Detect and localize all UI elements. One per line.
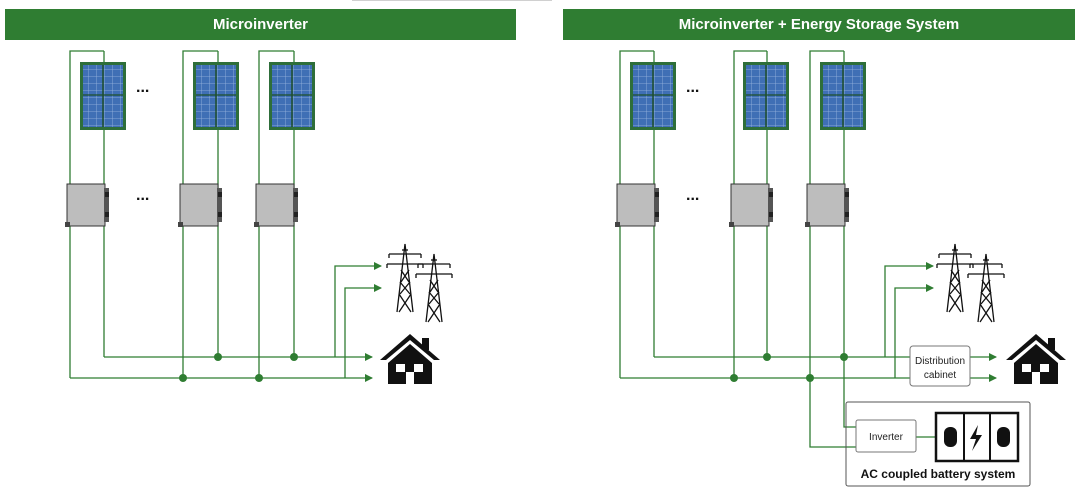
solar-panel-icon: [629, 61, 677, 131]
microinverter-icon: [64, 183, 110, 228]
house-icon: [380, 334, 440, 384]
microinverter-icon: [614, 183, 660, 228]
house-icon: [1006, 334, 1066, 384]
left-junctions: [179, 353, 298, 382]
transmission-tower-icon: [967, 253, 1005, 323]
left-panel-title: Microinverter: [5, 9, 516, 40]
inverter-label: Inverter: [869, 432, 904, 443]
battery-icon: [934, 411, 1020, 463]
microinverter-icon: [728, 183, 774, 228]
microinverter-icon: [253, 183, 299, 228]
battery-system-label: AC coupled battery system: [861, 467, 1016, 481]
panel-ellipsis: ...: [686, 79, 699, 96]
distribution-cabinet-line2: cabinet: [924, 370, 956, 381]
solar-panel-icon: [79, 61, 127, 131]
right-wiring: [619, 50, 997, 448]
distribution-cabinet-line1: Distribution: [915, 356, 965, 367]
battery-system-frame: Inverter AC coupled battery system: [845, 401, 1031, 487]
microinverter-icon: [804, 183, 850, 228]
microinverter-icon: [177, 183, 223, 228]
solar-panel-icon: [819, 61, 867, 131]
right-panel-title: Microinverter + Energy Storage System: [563, 9, 1075, 40]
solar-panel-icon: [192, 61, 240, 131]
solar-panel-icon: [268, 61, 316, 131]
transmission-tower-icon: [386, 243, 424, 313]
distribution-cabinet: Distribution cabinet: [909, 345, 971, 387]
top-divider: [352, 0, 552, 1]
panel-ellipsis: ...: [136, 79, 149, 96]
transmission-tower-icon: [415, 253, 453, 323]
microinverter-ellipsis: ...: [686, 187, 699, 204]
right-junctions: [730, 353, 848, 382]
solar-panel-icon: [742, 61, 790, 131]
microinverter-ellipsis: ...: [136, 187, 149, 204]
